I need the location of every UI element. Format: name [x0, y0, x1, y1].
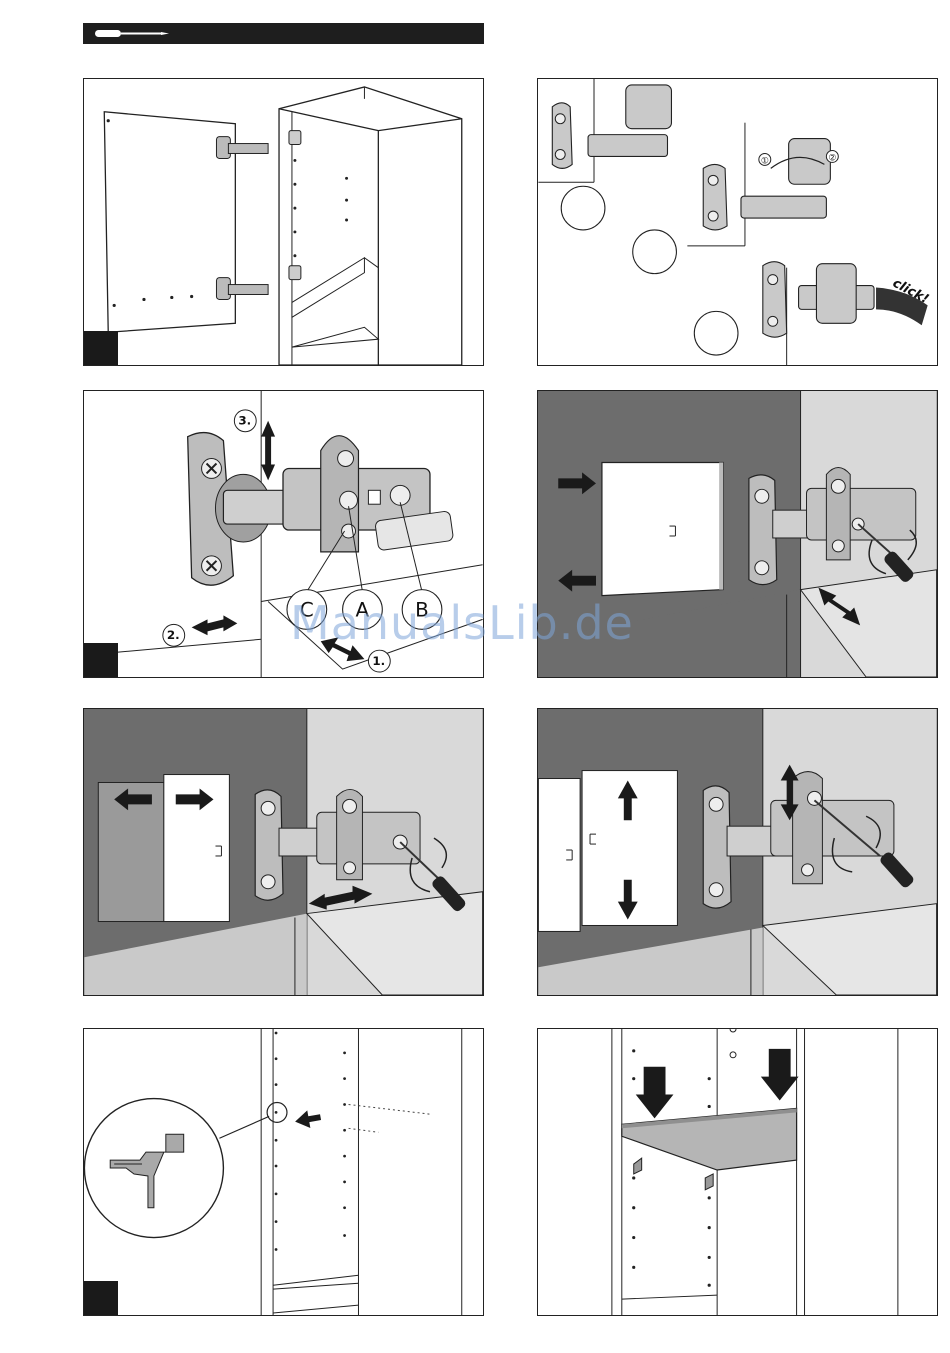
step-marker: [84, 331, 118, 365]
step-3-label: 3.: [238, 414, 251, 428]
step-marker: [84, 643, 118, 677]
watermark: ManualsLib.de: [290, 596, 634, 650]
step-1-label: ①: [761, 156, 769, 166]
step-2-label: ②: [828, 153, 836, 163]
panel-height-adjustment: [537, 708, 938, 996]
panel-shelf-pin-detail: [83, 1028, 484, 1316]
header-bar: [83, 23, 484, 44]
panel-side-adjustment: [83, 708, 484, 996]
screwdriver-icon: [91, 23, 181, 44]
step-marker: [84, 1281, 118, 1315]
step-1-label: 1.: [372, 654, 385, 668]
panel-shelf-insertion: [537, 1028, 938, 1316]
panel-clip-hinge: ① ② click!: [537, 78, 938, 366]
panel-door-hinge-mounting: [83, 78, 484, 366]
step-2-label: 2.: [167, 628, 180, 642]
